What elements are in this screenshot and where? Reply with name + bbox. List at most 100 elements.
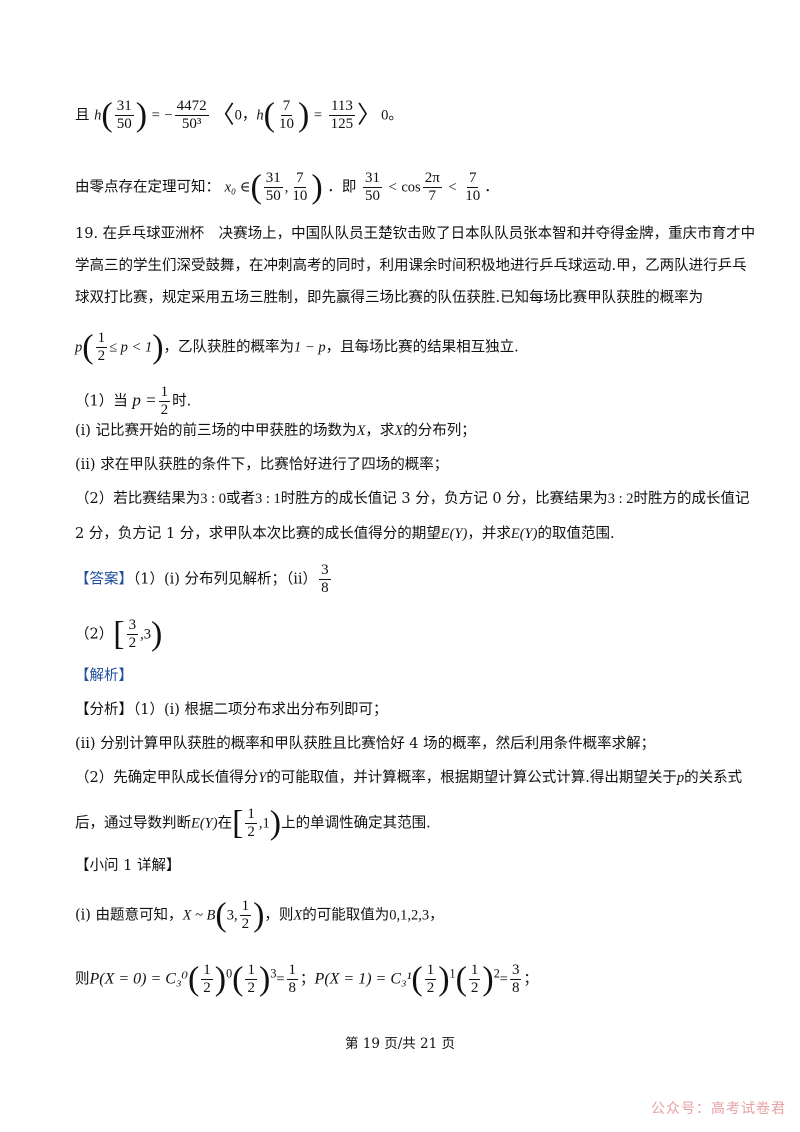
math-EY: E(Y) [510,526,538,542]
paren: ( [250,168,262,206]
eq: = [151,107,160,124]
den: 125 [330,116,354,132]
text: 时胜方的成长值记 [633,491,750,507]
comma: ， [241,107,257,124]
text: ，并求 [467,526,511,542]
paren: ) [258,960,271,998]
text: （1）当 [75,393,128,410]
den: 7 [428,188,436,204]
q19-line-3: 球双打比赛，规定采用五场三胜制，即先赢得三场比赛的队伍获胜.已知每场比赛甲队获胜… [75,290,704,306]
num: 31 [362,170,382,188]
num: 7 [280,98,293,116]
text: （2）先确定甲队成长值得分 [75,770,259,786]
text: ，则 [264,907,294,924]
math-PX0: P(X = 0) = C₃⁰ [89,970,188,988]
den: 8 [321,580,329,596]
den: 2 [241,916,250,932]
text: 且 [75,107,90,124]
math-h: h [256,107,264,124]
text: 或者 [226,491,256,507]
text: ； [523,971,538,988]
minus: − [164,107,173,124]
den: 2 [160,402,169,418]
text: (ⅰ) 记比赛开始的前三场的中甲获胜的场数为 [75,423,357,439]
text: 时胜方的成长值记 3 分，负方记 0 分，比赛结果为 [280,491,608,507]
paren: ( [82,328,94,366]
text: 后，通过导数判断 [75,815,191,832]
text: ,3 [140,626,151,643]
den: 10 [465,188,481,204]
num: 1 [424,962,437,980]
num: 1 [201,962,213,980]
math-EY: E(Y) [440,526,468,542]
math-X: X [293,907,303,924]
num: 7 [294,170,306,188]
paren: ( [263,96,275,134]
num: 1 [158,384,171,402]
text: ， [429,907,444,924]
paren: ( [101,96,113,134]
paren: ) [438,960,450,998]
period: ． [484,179,499,196]
text: 3, [226,907,238,924]
math-XB: X ~ B [182,907,216,924]
angle: 〉 [357,102,382,129]
den: 2 [203,980,211,996]
score: 3 : 0 [200,491,227,507]
den: 10 [292,188,308,204]
den: 2 [128,635,137,651]
text: 则 [75,971,90,988]
den: 2 [247,824,255,840]
text: ，乙队获胜的概率为 [163,339,295,356]
den: 50³ [181,116,202,132]
qii-line: (ⅱ) 求在甲队获胜的条件下，比赛恰好进行了四场的概率； [75,457,449,473]
den: 50 [116,116,132,132]
q2-line-2: 2 分，负方记 1 分，求甲队本次比赛的成长值得分的期望E(Y)，并求E(Y)的… [75,524,615,544]
text: 2 分，负方记 1 分，求甲队本次比赛的成长值得分的期望 [75,526,441,542]
text: 的可能取值，并计算概率，根据期望计算公式计算.得出期望关于 [266,770,677,786]
exponent: 1 [449,966,456,981]
num: 3 [126,617,139,635]
cos: cos [401,179,421,196]
q19-line-2: 学高三的学生们深受鼓舞，在冲刺高考的同时，利用课余时间积极地进行乒乓球运动.甲，… [75,258,747,274]
text: （2） [75,626,114,643]
num: 31 [114,98,134,116]
paren: ) [150,615,163,653]
den: 50 [364,188,380,204]
math-p-eq: p = [132,390,157,410]
den: 8 [511,980,520,996]
text: 的可能取值为 [302,907,390,924]
page-footer: 第 19 页/共 21 页 [344,1036,456,1052]
text: （2）若比赛结果为 [75,491,201,507]
lt: < [448,179,457,196]
paren: ) [482,960,494,998]
text: (ⅰ) 由题意可知， [75,907,183,924]
text: 的关系式 [684,770,743,786]
num: 31 [263,170,283,188]
values: 0,1,2,3 [389,907,430,924]
paren: ) [269,804,282,842]
subquestion-1-tag: 【小问 1 详解】 [75,858,181,874]
score: 3 : 1 [255,491,281,507]
bracket: [ [113,615,125,653]
text: ； [300,971,315,988]
text: ，且每场比赛的结果相互独立. [325,339,519,356]
